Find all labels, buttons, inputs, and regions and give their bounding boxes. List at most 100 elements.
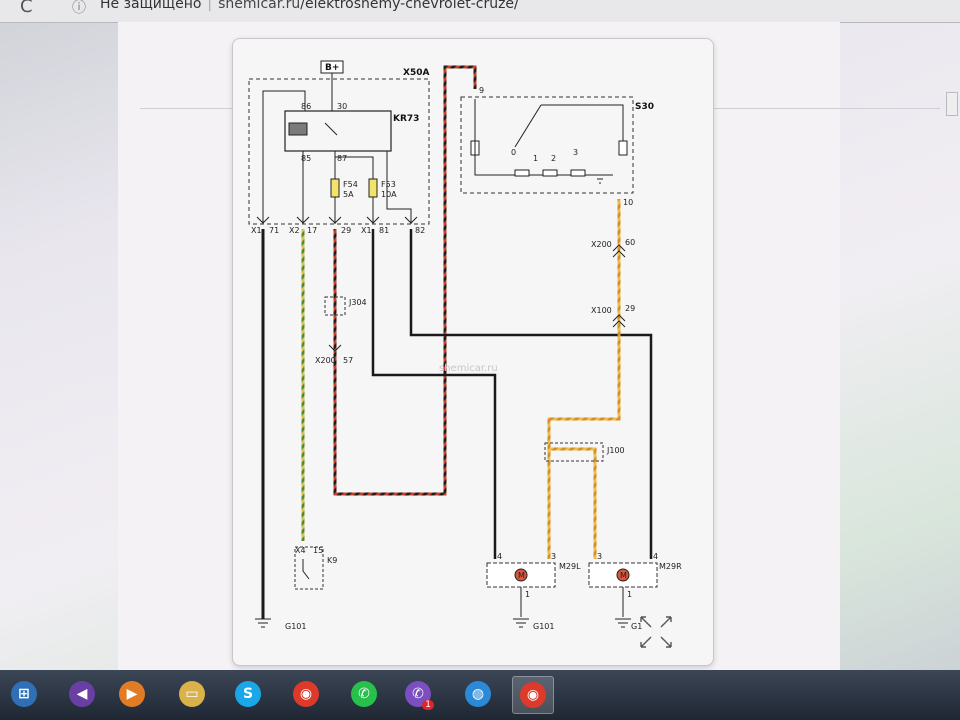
s30-resistor-right xyxy=(618,140,628,156)
chrome-icon: ◉ xyxy=(293,681,319,707)
m29r-pin-a: 3 xyxy=(597,552,602,561)
m29l-pin-a: 4 xyxy=(497,552,502,561)
m29l-pin-gnd: 1 xyxy=(525,590,530,599)
conn-x1-b: X1 xyxy=(361,226,372,235)
pin-17: 17 xyxy=(307,226,317,235)
media-player-icon: ▶ xyxy=(119,681,145,707)
relay-pin85: 85 xyxy=(301,154,311,163)
j304-label: J304 xyxy=(348,298,367,307)
s30-internal-wire xyxy=(474,99,613,176)
notification-badge: 1 xyxy=(422,700,434,710)
url-path: /elektroshemy-chevrolet-cruze/ xyxy=(300,0,519,12)
pin-81: 81 xyxy=(379,226,389,235)
s30-r1 xyxy=(514,169,530,177)
m29l-label: M29L xyxy=(559,562,581,571)
info-icon[interactable]: ⓘ xyxy=(72,0,86,16)
m29r-pin-gnd: 1 xyxy=(627,590,632,599)
ground-icon-right xyxy=(615,618,631,628)
s30-r2 xyxy=(542,169,558,177)
relay-coil xyxy=(288,122,308,136)
s30-top-wire xyxy=(541,104,624,141)
pin-29: 29 xyxy=(341,226,351,235)
expand-icon[interactable] xyxy=(640,616,672,648)
m29r-label: M29R xyxy=(659,562,682,571)
conn-x1-a: X1 xyxy=(251,226,262,235)
relay-pin30: 30 xyxy=(337,102,347,111)
s30-ground-icon xyxy=(595,174,605,184)
address-bar[interactable]: Не защищено|shemicar.ru/elektroshemy-che… xyxy=(100,0,519,12)
x100-29-marker xyxy=(612,314,626,328)
relay-contact xyxy=(324,122,338,136)
side-button[interactable] xyxy=(946,92,958,116)
s30-label: S30 xyxy=(635,102,654,112)
conn-x100: X100 xyxy=(591,306,612,315)
k9-switch xyxy=(302,559,310,580)
m29l-pin-b: 3 xyxy=(551,552,556,561)
x200-60-marker xyxy=(612,244,626,258)
s30-pin10: 10 xyxy=(623,198,633,207)
conn-x200-a: X200 xyxy=(315,356,336,365)
connector-row xyxy=(256,216,418,224)
ground-icon-mid xyxy=(513,618,529,628)
taskbar-start-button[interactable]: ⊞ xyxy=(4,676,44,712)
motor-m29r xyxy=(588,562,658,588)
wire-82-inner xyxy=(386,151,412,224)
taskbar-skype-button[interactable]: S xyxy=(228,676,268,712)
pin-15: 15 xyxy=(313,546,323,555)
taskbar-viber-button[interactable]: ✆1 xyxy=(398,676,438,712)
fuse-f54-rating: 5A xyxy=(343,190,354,199)
pin-71: 71 xyxy=(269,226,279,235)
pin-82: 82 xyxy=(415,226,425,235)
ground-g101-mid: G101 xyxy=(533,622,554,631)
k9-label: K9 xyxy=(327,556,337,565)
browser-toolbar: C ⓘ Не защищено|shemicar.ru/elektroshemy… xyxy=(0,0,960,23)
wire-s30-motors xyxy=(547,199,621,559)
x50a-label: X50A xyxy=(403,68,429,78)
taskbar-file-explorer-button[interactable]: ▭ xyxy=(172,676,212,712)
m29l-symbol: M xyxy=(518,571,525,580)
reload-icon[interactable]: C xyxy=(20,0,33,17)
splice-j304 xyxy=(324,296,346,316)
url-host: shemicar.ru xyxy=(218,0,301,12)
conn-x200-b: X200 xyxy=(591,240,612,249)
pin-57: 57 xyxy=(343,356,353,365)
skype-icon: S xyxy=(235,681,261,707)
relay-pin87: 87 xyxy=(337,154,347,163)
s30-pos1: 1 xyxy=(533,154,538,163)
x200-57-marker xyxy=(328,344,342,352)
fuse-f53 xyxy=(368,178,378,198)
ground-g101-left: G101 xyxy=(285,622,306,631)
wire-87-branch xyxy=(335,156,374,179)
wire-j100-branch xyxy=(549,447,597,559)
m29r-pin-b: 4 xyxy=(653,552,658,561)
taskbar-media-player-button[interactable]: ▶ xyxy=(112,676,152,712)
ground-g-right: G1 xyxy=(631,622,642,631)
wire-71-top xyxy=(262,90,306,224)
conn-x2: X2 xyxy=(289,226,300,235)
fuse-f54 xyxy=(330,178,340,198)
relay-pin86: 86 xyxy=(301,102,311,111)
motor-m29l xyxy=(486,562,556,588)
s30-wiper xyxy=(514,104,542,148)
wire-82-m29r xyxy=(409,229,653,559)
ground-icon-left xyxy=(255,618,271,628)
taskbar: ⊞◀▶▭S◉✆✆1◍◉ xyxy=(0,670,960,720)
viber-icon: ✆ xyxy=(405,681,431,707)
taskbar-browser-globe-button[interactable]: ◍ xyxy=(458,676,498,712)
s30-pos3: 3 xyxy=(573,148,578,157)
s30-pos0: 0 xyxy=(511,148,516,157)
security-label: Не защищено xyxy=(100,0,202,12)
wiring-diagram: X50A B+ 86 30 85 87 KR73 F54 5A F53 10A … xyxy=(248,60,682,648)
wire-81-m29l xyxy=(371,229,497,559)
taskbar-visual-studio-button[interactable]: ◀ xyxy=(62,676,102,712)
s30-pos2: 2 xyxy=(551,154,556,163)
fuse-f54-name: F54 xyxy=(343,180,358,189)
taskbar-chrome-button[interactable]: ◉ xyxy=(286,676,326,712)
visual-studio-icon: ◀ xyxy=(69,681,95,707)
fuse-f53-name: F53 xyxy=(381,180,396,189)
taskbar-whatsapp-button[interactable]: ✆ xyxy=(344,676,384,712)
pin-x100-29: 29 xyxy=(625,304,635,313)
start-icon: ⊞ xyxy=(11,681,37,707)
relay-name: KR73 xyxy=(393,114,419,124)
taskbar-chrome-active-button[interactable]: ◉ xyxy=(512,676,554,714)
